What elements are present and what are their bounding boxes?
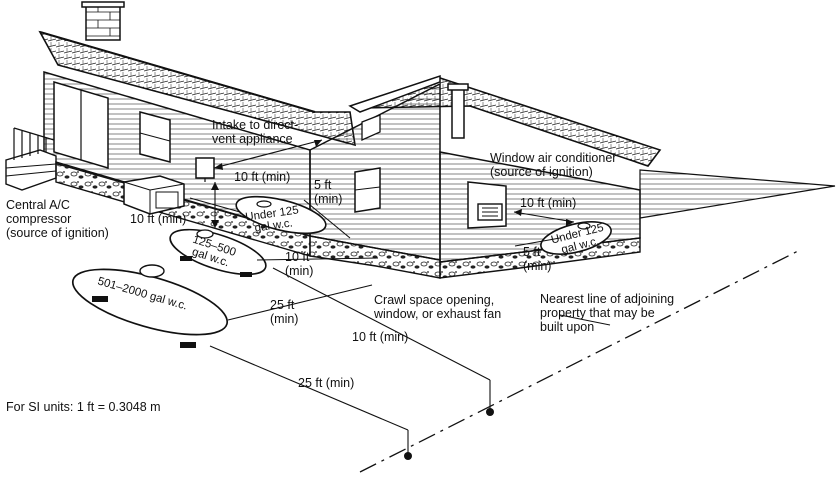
- tank-125-500: [169, 228, 267, 277]
- dist-line-25ft: 25 ft (min): [298, 376, 355, 390]
- dist-mid-10ft: 10 ft (min): [285, 250, 314, 278]
- dist-big-25ft: 25 ft (min): [270, 298, 299, 326]
- vent-pipe: [447, 83, 469, 139]
- tank-under125-left: [235, 195, 327, 235]
- dist-intake-10ft: 10 ft (min): [234, 170, 291, 184]
- label-window-ac: Window air conditioner (source of igniti…: [490, 151, 617, 179]
- arrowheads: [211, 140, 574, 228]
- ac-compressor: [123, 175, 185, 215]
- ground-plane: [639, 169, 836, 219]
- label-property-line: Nearest line of adjoining property that …: [540, 292, 675, 334]
- tank-under125-right: [540, 221, 612, 255]
- chimney: [81, 1, 125, 41]
- property-line: [359, 249, 801, 473]
- dist-ac-10ft-right: 10 ft (min): [520, 196, 577, 210]
- tank-501-2000: [71, 264, 229, 348]
- label-intake: Intake to direct- vent appliance: [212, 118, 299, 146]
- intake-box: [195, 157, 215, 182]
- label-central-ac: Central A/C compressor (source of igniti…: [6, 198, 109, 240]
- dist-right-5ft: 5 ft (min): [523, 245, 552, 273]
- dist-line-10ft: 10 ft (min): [352, 330, 409, 344]
- dist-ac-10ft-left: 10 ft (min): [130, 212, 187, 226]
- label-si-units: For SI units: 1 ft = 0.3048 m: [6, 400, 161, 414]
- left-wall: [43, 70, 311, 237]
- gable-wall: [309, 82, 441, 261]
- label-crawl-space: Crawl space opening, window, or exhaust …: [374, 293, 502, 321]
- dist-vertical-5ft: 5 ft (min): [314, 178, 343, 206]
